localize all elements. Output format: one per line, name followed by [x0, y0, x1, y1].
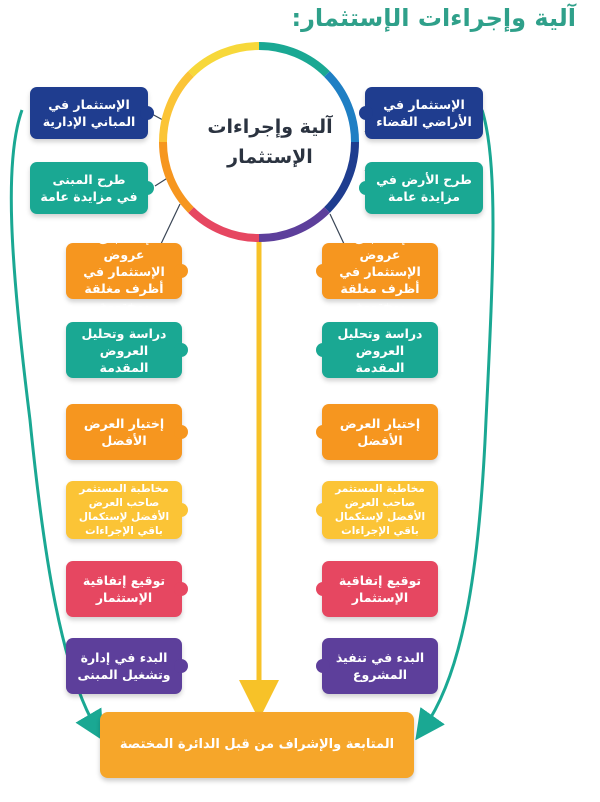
hub-label-line1: آلية وإجراءات — [207, 116, 333, 138]
left-step-3: إستقبال عروض الإستثمار في أظرف مغلقة ،مخ… — [66, 230, 188, 313]
left-step-8: البدء في إدارة وتشغيل المبنى — [66, 638, 188, 694]
left-step-1: الإستثمار في المباني الإدارية — [30, 87, 154, 139]
left-step-5: إختيار العرض الأفضل — [66, 404, 188, 460]
hub-label-line2: الإستثمار — [227, 146, 313, 168]
right-step-4: دراسة وتحليل العروض المقدمة — [316, 322, 438, 378]
right-step-7: توقيع إتفاقية الإستثمار — [316, 561, 438, 617]
final-step: المتابعة والإشراف من قبل الدائرة المختصة — [100, 712, 414, 778]
right-step-6: مخاطبة المستثمر صاحب العرض الأفضل لإستكم… — [316, 481, 438, 539]
right-step-1: الإستثمار في الأراضي الفضاء — [359, 87, 483, 139]
right-teal-arrow — [415, 109, 495, 741]
left-step-2: طرح المبنى في مزايدة عامة — [30, 162, 154, 214]
right-step-5: إختيار العرض الأفضل — [316, 404, 438, 460]
left-step-4: دراسة وتحليل العروض المقدمة — [66, 322, 188, 378]
left-step-7: توقيع إتفاقية الإستثمار — [66, 561, 188, 617]
right-step-3: إستقبال عروض الإستثمار في أظرف مغلقة ،مخ… — [316, 230, 438, 313]
right-step-2: طرح الأرض في مزايدة عامة — [359, 162, 483, 214]
page-title: آلية وإجراءات الإستثمار: — [291, 4, 576, 32]
left-step-6: مخاطبة المستثمر صاحب العرض الأفضل لإستكم… — [66, 481, 188, 539]
right-step-8: البدء في تنفيذ المشروع — [316, 638, 438, 694]
hub-label: آلية وإجراءات الإستثمار — [178, 112, 362, 172]
